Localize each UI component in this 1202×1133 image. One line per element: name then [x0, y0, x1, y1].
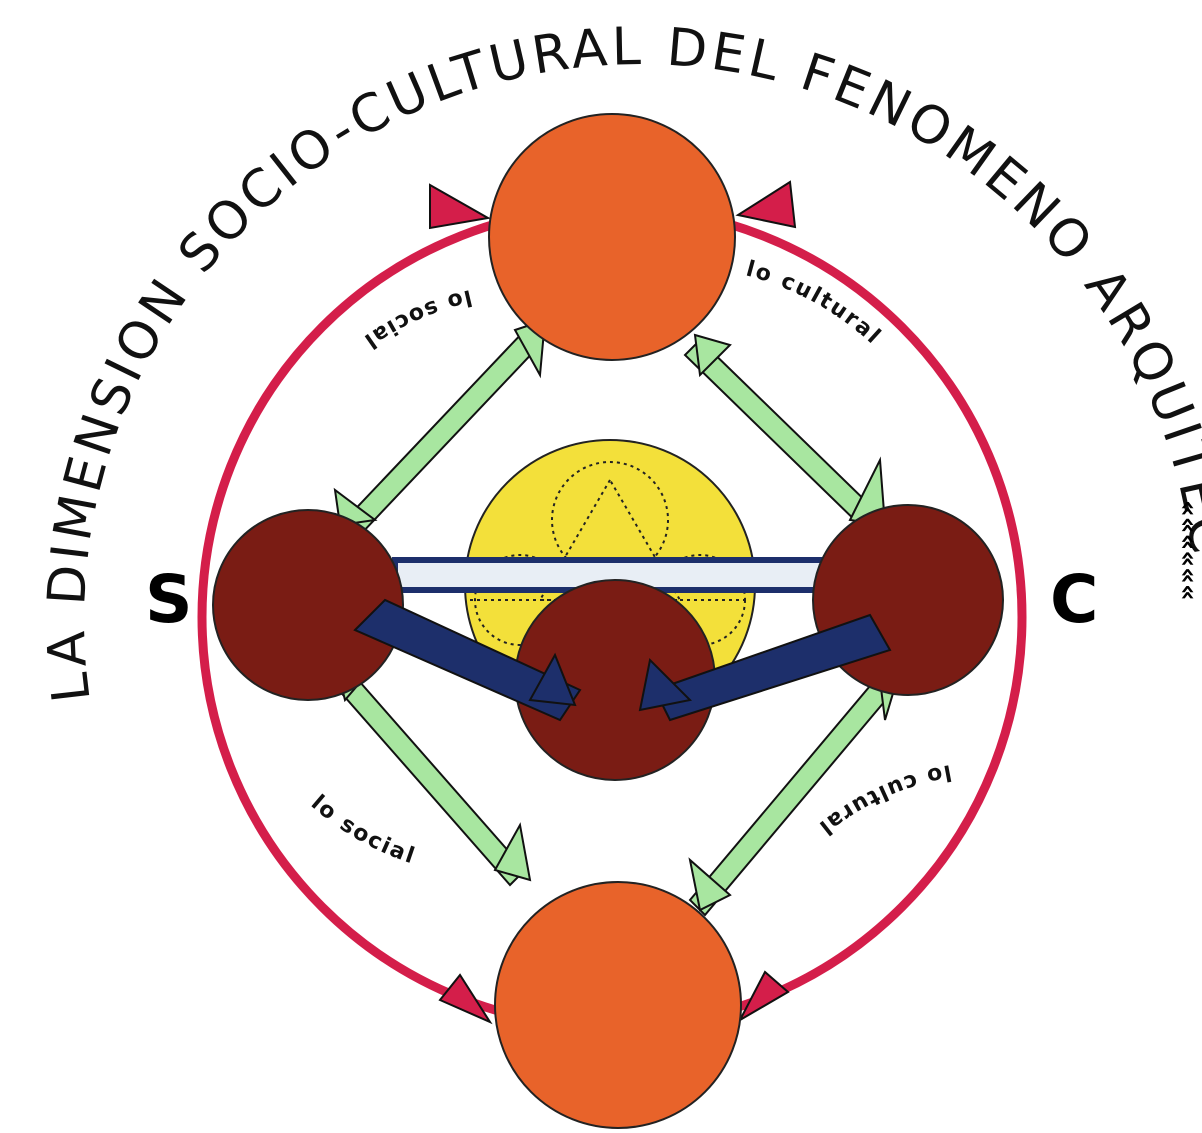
side-letter-s: S [145, 561, 193, 638]
ring-arrowhead-top-right [735, 180, 797, 229]
label-bottom-left-text: lo social [306, 791, 419, 870]
navy-arrow-left [353, 598, 582, 722]
ring-arrowhead-bottom-left [438, 973, 493, 1025]
svg-text:lo cultural: lo cultural [813, 759, 954, 840]
right-brown-sphere [812, 504, 1004, 696]
ring-arrowhead-top-left [429, 183, 491, 230]
label-bottom-right-text: lo cultural [813, 759, 954, 840]
navy-arrowhead-left [528, 652, 577, 707]
navy-arrow-right [653, 613, 892, 722]
navy-arrows [353, 598, 892, 722]
navy-arrowhead-right [638, 657, 693, 712]
green-arrow-bottom-left [328, 663, 527, 887]
ring-arrowhead-bottom-right [737, 970, 790, 1023]
svg-text:lo social: lo social [358, 284, 474, 354]
bottom-orange-sphere [494, 881, 742, 1129]
label-bottom-left: lo social [306, 791, 419, 870]
label-top-left: lo social [358, 284, 474, 354]
side-letter-c: C [1050, 561, 1098, 638]
label-top-left-text: lo social [358, 284, 474, 354]
green-arrowhead-bottom-left [493, 822, 532, 882]
chevron-stack: «««««« [1173, 500, 1202, 601]
top-orange-sphere [488, 113, 736, 361]
label-bottom-right: lo cultural [813, 759, 954, 840]
green-arrowhead-top-right [693, 333, 732, 378]
dotted-circle-top [551, 461, 669, 579]
chevrons-icon: «««««« [1173, 500, 1202, 601]
green-arrowhead-bottom-right [688, 857, 732, 912]
green-arrowhead-left-top [333, 487, 378, 527]
left-brown-sphere [212, 509, 404, 701]
green-diamond-arrows [328, 318, 902, 917]
